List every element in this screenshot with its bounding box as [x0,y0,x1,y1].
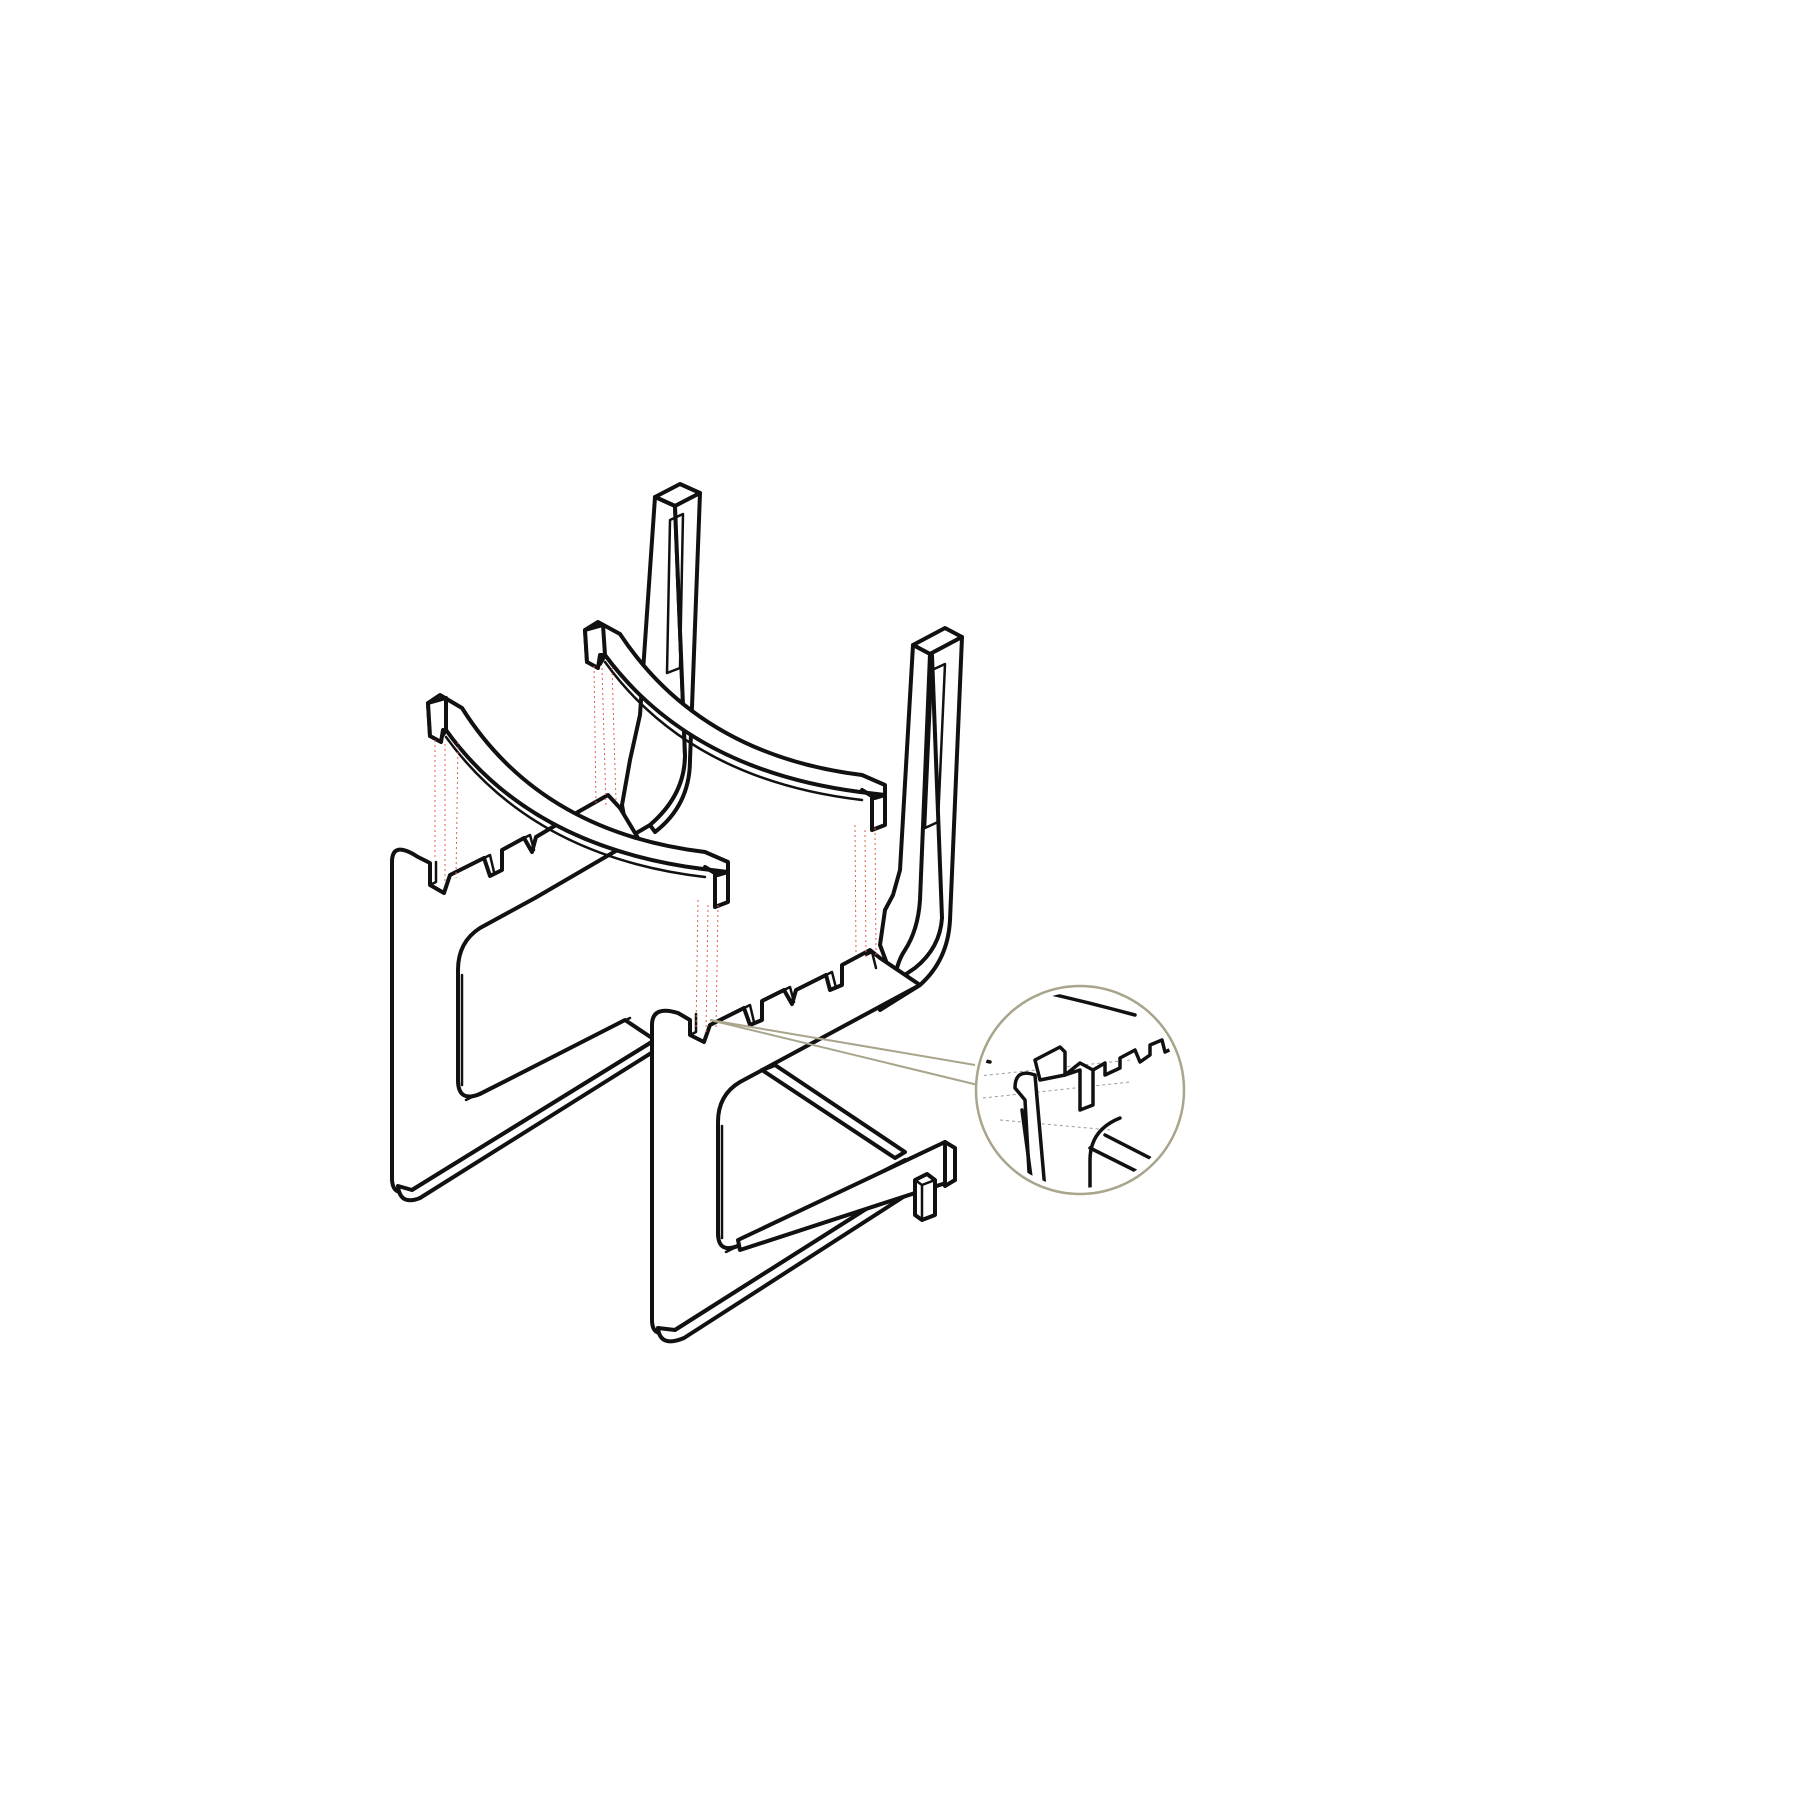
alignment-guides [434,665,877,1036]
callout-leader [709,1019,979,1086]
front-seat-rail [426,693,730,909]
front-side-panel [650,626,964,1344]
rear-stretcher [760,1063,907,1160]
joint-detail-inset [974,984,1186,1196]
stretcher-tenon [913,1172,937,1222]
front-stretcher [736,1140,957,1252]
rear-seat-rail [583,620,887,832]
rear-side-panel [390,482,702,1203]
